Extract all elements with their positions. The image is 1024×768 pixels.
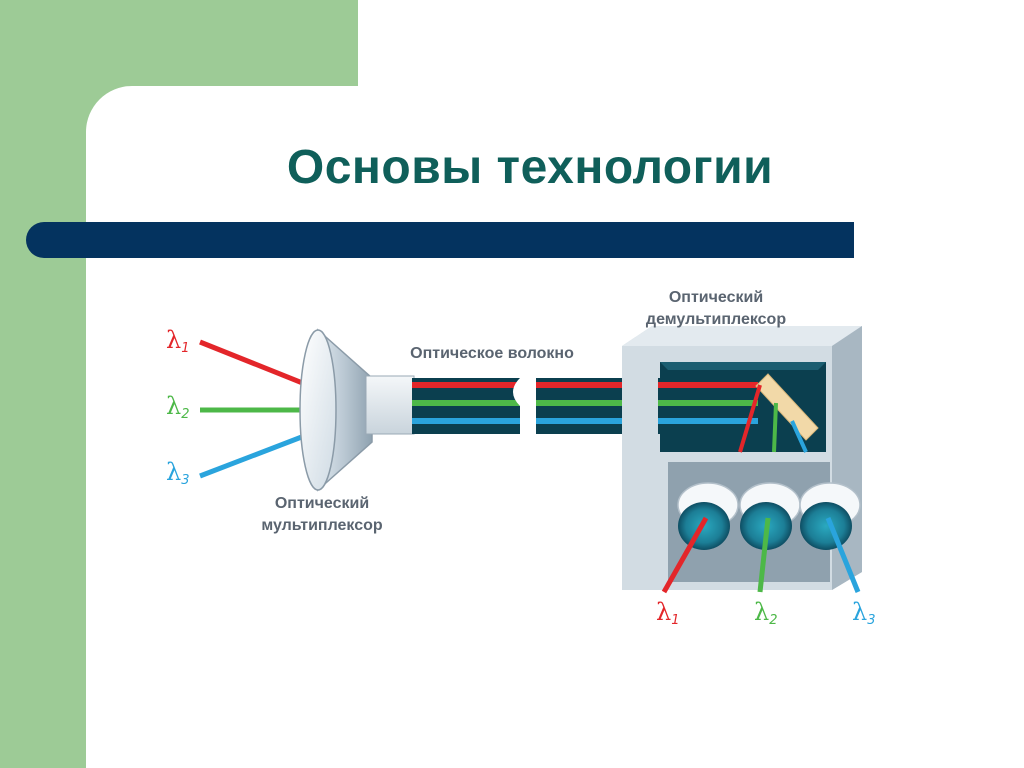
title-underline-bar — [26, 222, 854, 258]
multiplexer-label-line1: Оптический — [275, 495, 369, 512]
output-port-3 — [799, 482, 861, 550]
multiplexer-cone — [299, 328, 415, 492]
demultiplexer-label-line1: Оптический — [669, 289, 763, 306]
demultiplexer-label-line2: демультиплексор — [646, 311, 786, 328]
output-line-lambda1 — [661, 516, 709, 594]
slide-title: Основы технологии — [286, 141, 774, 194]
output-lambda1-label: λ1 — [656, 598, 680, 628]
input-lambda2-label: λ2 — [166, 392, 190, 422]
multiplexer-label-line2: мультиплексор — [261, 517, 383, 534]
output-line-lambda2 — [757, 517, 771, 593]
green-left-strip — [0, 0, 86, 768]
output-lambda2-label: λ2 — [754, 598, 778, 628]
demultiplexer-box — [622, 326, 862, 590]
output-line-lambda3 — [825, 517, 861, 593]
output-lambda3-label: λ3 — [852, 598, 876, 628]
fiber-label: Оптическое волокно — [410, 345, 574, 362]
output-port-2 — [739, 482, 801, 550]
input-lambda1-label: λ1 — [166, 326, 190, 356]
input-lambda3-label: λ3 — [166, 458, 190, 488]
